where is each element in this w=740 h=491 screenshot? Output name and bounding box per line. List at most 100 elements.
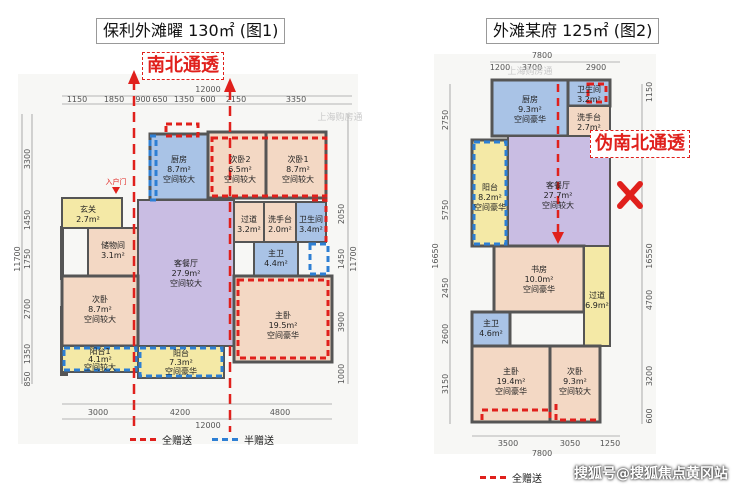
left-entry-label: 入户门: [106, 177, 127, 186]
svg-text:3.1m²: 3.1m²: [101, 251, 125, 260]
left-dims-bottom: 3000 4200 4800: [88, 408, 290, 417]
left-bedroom1-label: 次卧1: [287, 154, 308, 164]
svg-text:空间豪华: 空间豪华: [474, 202, 506, 212]
svg-text:3900: 3900: [337, 312, 346, 332]
svg-text:书房: 书房: [531, 264, 547, 274]
svg-text:3700: 3700: [522, 63, 542, 72]
left-legend: 全赠送 半赠送: [130, 432, 274, 447]
svg-text:650: 650: [152, 95, 167, 104]
svg-text:2.0m²: 2.0m²: [268, 225, 292, 234]
svg-text:卫生间: 卫生间: [577, 84, 601, 94]
svg-text:1000: 1000: [337, 364, 346, 384]
svg-text:主卧: 主卧: [503, 366, 519, 376]
left-dim-bottom-total: 12000: [195, 421, 220, 430]
left-dim-top-total: 12000: [195, 85, 220, 94]
svg-text:1850: 1850: [104, 95, 124, 104]
svg-text:3200: 3200: [645, 366, 654, 386]
svg-text:8.7m²: 8.7m²: [286, 165, 310, 174]
svg-text:空间较大: 空间较大: [84, 314, 116, 324]
svg-text:900: 900: [135, 95, 150, 104]
svg-text:空间较大: 空间较大: [170, 278, 202, 288]
svg-text:空间较大: 空间较大: [282, 174, 314, 184]
left-room-labels: 厨房 8.7m² 空间较大 次卧2 6.5m² 空间较大 次卧1 8.7m² 空…: [76, 154, 323, 376]
svg-text:次卧: 次卧: [567, 366, 583, 376]
left-dim-left-total: 11700: [13, 246, 22, 271]
svg-text:3.2m²: 3.2m²: [237, 225, 261, 234]
svg-text:1200: 1200: [490, 63, 510, 72]
left-bedroom2-label: 次卧2: [229, 154, 250, 164]
svg-text:阳台: 阳台: [482, 182, 498, 192]
legend-full-gift-label: 全赠送: [162, 436, 192, 447]
legend-half-gift-swatch: [212, 438, 238, 441]
svg-text:1150: 1150: [645, 82, 654, 102]
right-watermark: 上海购房通: [507, 65, 552, 77]
left-dims-left: 3300 1450 1750 2700 1350 850: [23, 149, 32, 387]
svg-text:空间豪华: 空间豪华: [495, 386, 527, 396]
left-callout: 南北通透: [142, 52, 224, 80]
svg-text:3000: 3000: [88, 408, 108, 417]
right-dims-right: 1150 16550 4700 3200 600: [645, 82, 654, 424]
svg-text:600: 600: [200, 95, 215, 104]
right-legend-full-gift-label: 全赠送: [512, 474, 542, 485]
cross-mark-icon: [617, 181, 643, 209]
left-balcony-label: 阳台: [173, 348, 189, 358]
left-dims-right: 2050 1450 3900 1000: [337, 204, 346, 384]
left-dim-right-total: 11700: [349, 246, 358, 271]
svg-text:3500: 3500: [498, 439, 518, 448]
svg-text:19.5m²: 19.5m²: [269, 321, 298, 330]
svg-text:19.4m²: 19.4m²: [497, 377, 526, 386]
svg-text:27.9m²: 27.9m²: [172, 269, 201, 278]
svg-text:1350: 1350: [174, 95, 194, 104]
svg-text:850: 850: [23, 371, 32, 386]
svg-text:3050: 3050: [560, 439, 580, 448]
svg-text:2.7m²: 2.7m²: [577, 123, 601, 132]
svg-text:2450: 2450: [441, 278, 450, 298]
svg-text:16550: 16550: [645, 243, 654, 268]
svg-text:空间较大: 空间较大: [84, 362, 116, 372]
svg-text:4200: 4200: [170, 408, 190, 417]
left-master-bedroom-label: 主卧: [275, 310, 291, 320]
svg-text:600: 600: [645, 408, 654, 423]
right-legend-full-gift-swatch: [480, 476, 506, 479]
left-kitchen-label: 厨房: [171, 154, 187, 164]
svg-text:洗手台: 洗手台: [577, 112, 601, 122]
left-floor-plan: 12000 1150 1850 900 650 1350 600 2150 33…: [13, 70, 363, 444]
svg-text:空间较大: 空间较大: [163, 174, 195, 184]
left-foyer-label: 玄关: [80, 204, 96, 214]
left-hallway-label: 过道: [241, 214, 257, 224]
right-legend: 全赠送: [480, 470, 542, 485]
svg-text:7.3m²: 7.3m²: [169, 358, 193, 367]
right-dim-left-total: 16650: [431, 243, 440, 268]
right-dims-bottom: 3500 3050 1250: [498, 439, 620, 448]
right-plan-title: 外滩某府 125㎡ (图2): [486, 18, 660, 44]
left-second-bedroom-label: 次卧: [92, 294, 108, 304]
svg-text:4.6m²: 4.6m²: [479, 329, 503, 338]
left-master-bath-label: 主卫: [268, 248, 284, 258]
svg-text:1450: 1450: [23, 210, 32, 230]
right-dims-top: 1200 3700 2900: [490, 63, 606, 72]
svg-text:3150: 3150: [441, 374, 450, 394]
legend-full-gift-swatch: [130, 438, 156, 441]
left-dims-top: 1150 1850 900 650 1350 600 2150 3350: [67, 95, 306, 104]
svg-text:4.4m²: 4.4m²: [264, 259, 288, 268]
svg-text:厨房: 厨房: [522, 94, 538, 104]
left-plan-title: 保利外滩曜 130㎡ (图1): [96, 18, 286, 44]
svg-text:6.9m²: 6.9m²: [585, 301, 609, 310]
svg-text:空间较大: 空间较大: [224, 174, 256, 184]
svg-text:3.4m²: 3.4m²: [299, 225, 323, 234]
svg-text:1250: 1250: [600, 439, 620, 448]
svg-text:4.1m²: 4.1m²: [88, 355, 112, 364]
svg-text:3300: 3300: [23, 149, 32, 169]
svg-text:空间豪华: 空间豪华: [523, 284, 555, 294]
svg-text:8.2m²: 8.2m²: [478, 193, 502, 202]
right-dim-top-total: 7800: [532, 51, 552, 60]
left-living-label: 客餐厅: [174, 258, 198, 268]
svg-text:9.3m²: 9.3m²: [563, 377, 587, 386]
footer-watermark: 搜狐号@搜狐焦点黄冈站: [574, 466, 728, 482]
svg-text:1150: 1150: [67, 95, 87, 104]
svg-text:8.7m²: 8.7m²: [88, 305, 112, 314]
svg-text:空间豪华: 空间豪华: [165, 366, 197, 376]
svg-text:5750: 5750: [441, 200, 450, 220]
right-room-labels: 厨房 9.3m² 空间豪华 卫生间 3.2m² 洗手台 2.7m² 阳台 8.2…: [474, 84, 609, 396]
svg-text:3.2m²: 3.2m²: [577, 95, 601, 104]
